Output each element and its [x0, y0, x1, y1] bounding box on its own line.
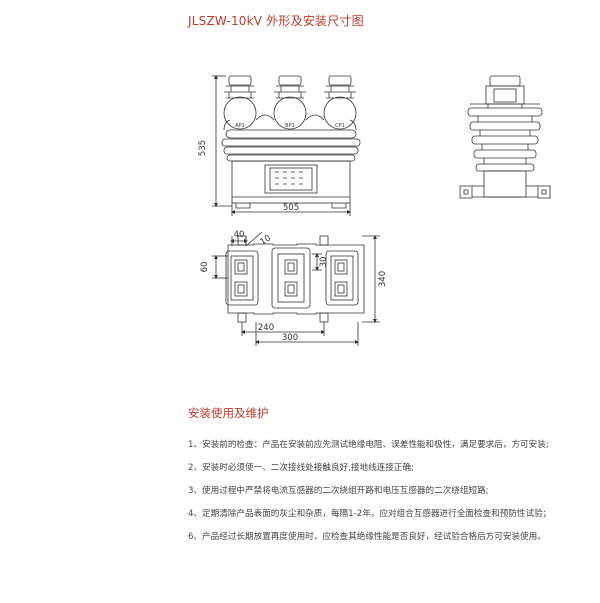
- dim-40: 40: [234, 230, 245, 240]
- dim-height-535: 535: [198, 140, 208, 156]
- front-bushing-c: [324, 75, 356, 99]
- dimension-drawing: 535 505 AP1 BP1 CP1 40 10 60 30 340 240 …: [198, 75, 551, 346]
- terminal-label-a: AP1: [235, 123, 245, 129]
- dim-10: 10: [259, 234, 273, 248]
- terminal-dome-c: [323, 96, 357, 130]
- dim-30: 30: [319, 257, 329, 268]
- dim-240: 240: [258, 323, 274, 333]
- plan-dimensions: [212, 231, 380, 346]
- terminal-label-c: CP1: [335, 123, 345, 129]
- front-view: [221, 75, 361, 209]
- dim-300: 300: [282, 333, 298, 343]
- secondary-terminal-box: [264, 164, 318, 194]
- instruction-item: 6、产品经过长期放置再度使用时，应检查其绝缘性能是否良好，经试验合格后方可安装使…: [188, 532, 546, 542]
- instruction-item: 3、使用过程中严禁将电流互感器的二次绕组开路和电压互感器的二次绕组短路;: [188, 486, 489, 496]
- side-view: [459, 75, 551, 199]
- instruction-list: 1、安装前的检查：产品在安装前应先测试绝缘电阻、误差性能和极性，满足要求后，方可…: [188, 436, 568, 551]
- dim-width-505: 505: [283, 203, 299, 213]
- terminal-dome-a: [223, 96, 257, 130]
- section-title: 安装使用及维护: [188, 406, 269, 420]
- drawing-svg: 535 505 AP1 BP1 CP1 40 10 60 30 340 240 …: [198, 75, 551, 346]
- terminal-label-b: BP1: [285, 123, 295, 129]
- dim-340: 340: [378, 271, 388, 287]
- plan-view: [225, 235, 365, 323]
- instruction-item: 1、安装前的检查：产品在安装前应先测试绝缘电阻、误差性能和极性，满足要求后，方可…: [188, 440, 549, 450]
- instruction-item: 4、定期清除产品表面的灰尘和杂质，每隔1-2年，应对组合互感器进行全面检查和预防…: [188, 509, 552, 519]
- instruction-item: 2、安装时必须使一、二次接线处接触良好,接地线连接正确;: [188, 463, 414, 473]
- terminal-dome-b: [273, 96, 307, 130]
- front-bushing-b: [274, 75, 306, 99]
- page-title: JLSZW-10kV 外形及安装尺寸图: [188, 14, 364, 28]
- front-bushing-a: [224, 75, 256, 99]
- front-dimensions: [212, 75, 351, 216]
- dim-60: 60: [200, 262, 210, 273]
